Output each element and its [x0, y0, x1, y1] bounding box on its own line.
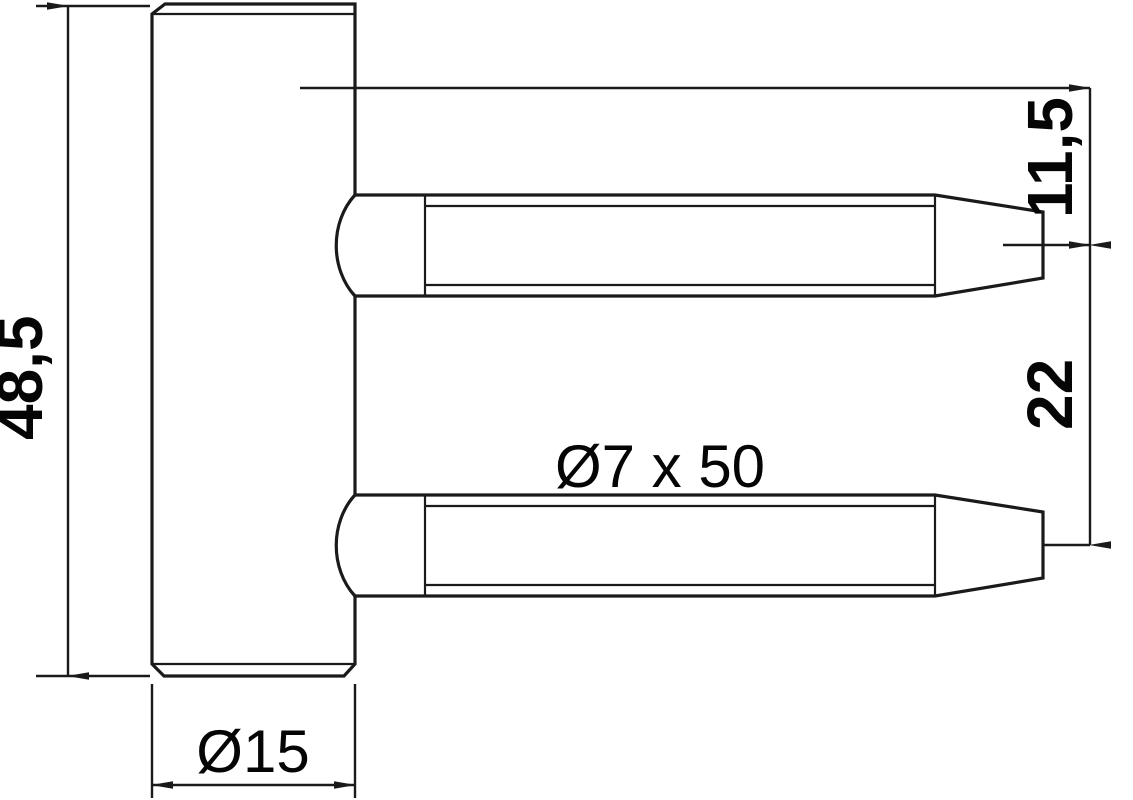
upper-pin-group [334, 193, 1045, 298]
hinge-body-outline [150, 2, 357, 678]
dimension-overall-height: 48,5 [0, 2, 89, 680]
lower-pin-group [334, 493, 1045, 598]
callout-label-pin-spec: Ø7 x 50 [555, 433, 765, 500]
lower-pin-outline [335, 493, 1045, 598]
hinge-body-group [150, 2, 357, 678]
dim-label-11-5: 11,5 [1014, 97, 1086, 218]
upper-pin-outline [335, 193, 1045, 298]
lower-pin-nose-arc [334, 493, 357, 598]
upper-pin-nose-arc [334, 193, 357, 298]
callout-pin-spec: Ø7 x 50 [555, 433, 765, 500]
dimension-top-offset: 11,5 [1014, 84, 1111, 249]
dim-label-22: 22 [1014, 359, 1086, 430]
dim-label-48-5: 48,5 [0, 315, 56, 440]
dim-label-d15: Ø15 [196, 718, 309, 785]
dimension-body-diameter: Ø15 [151, 718, 356, 789]
dimension-pin-spacing: 22 [1014, 241, 1111, 549]
